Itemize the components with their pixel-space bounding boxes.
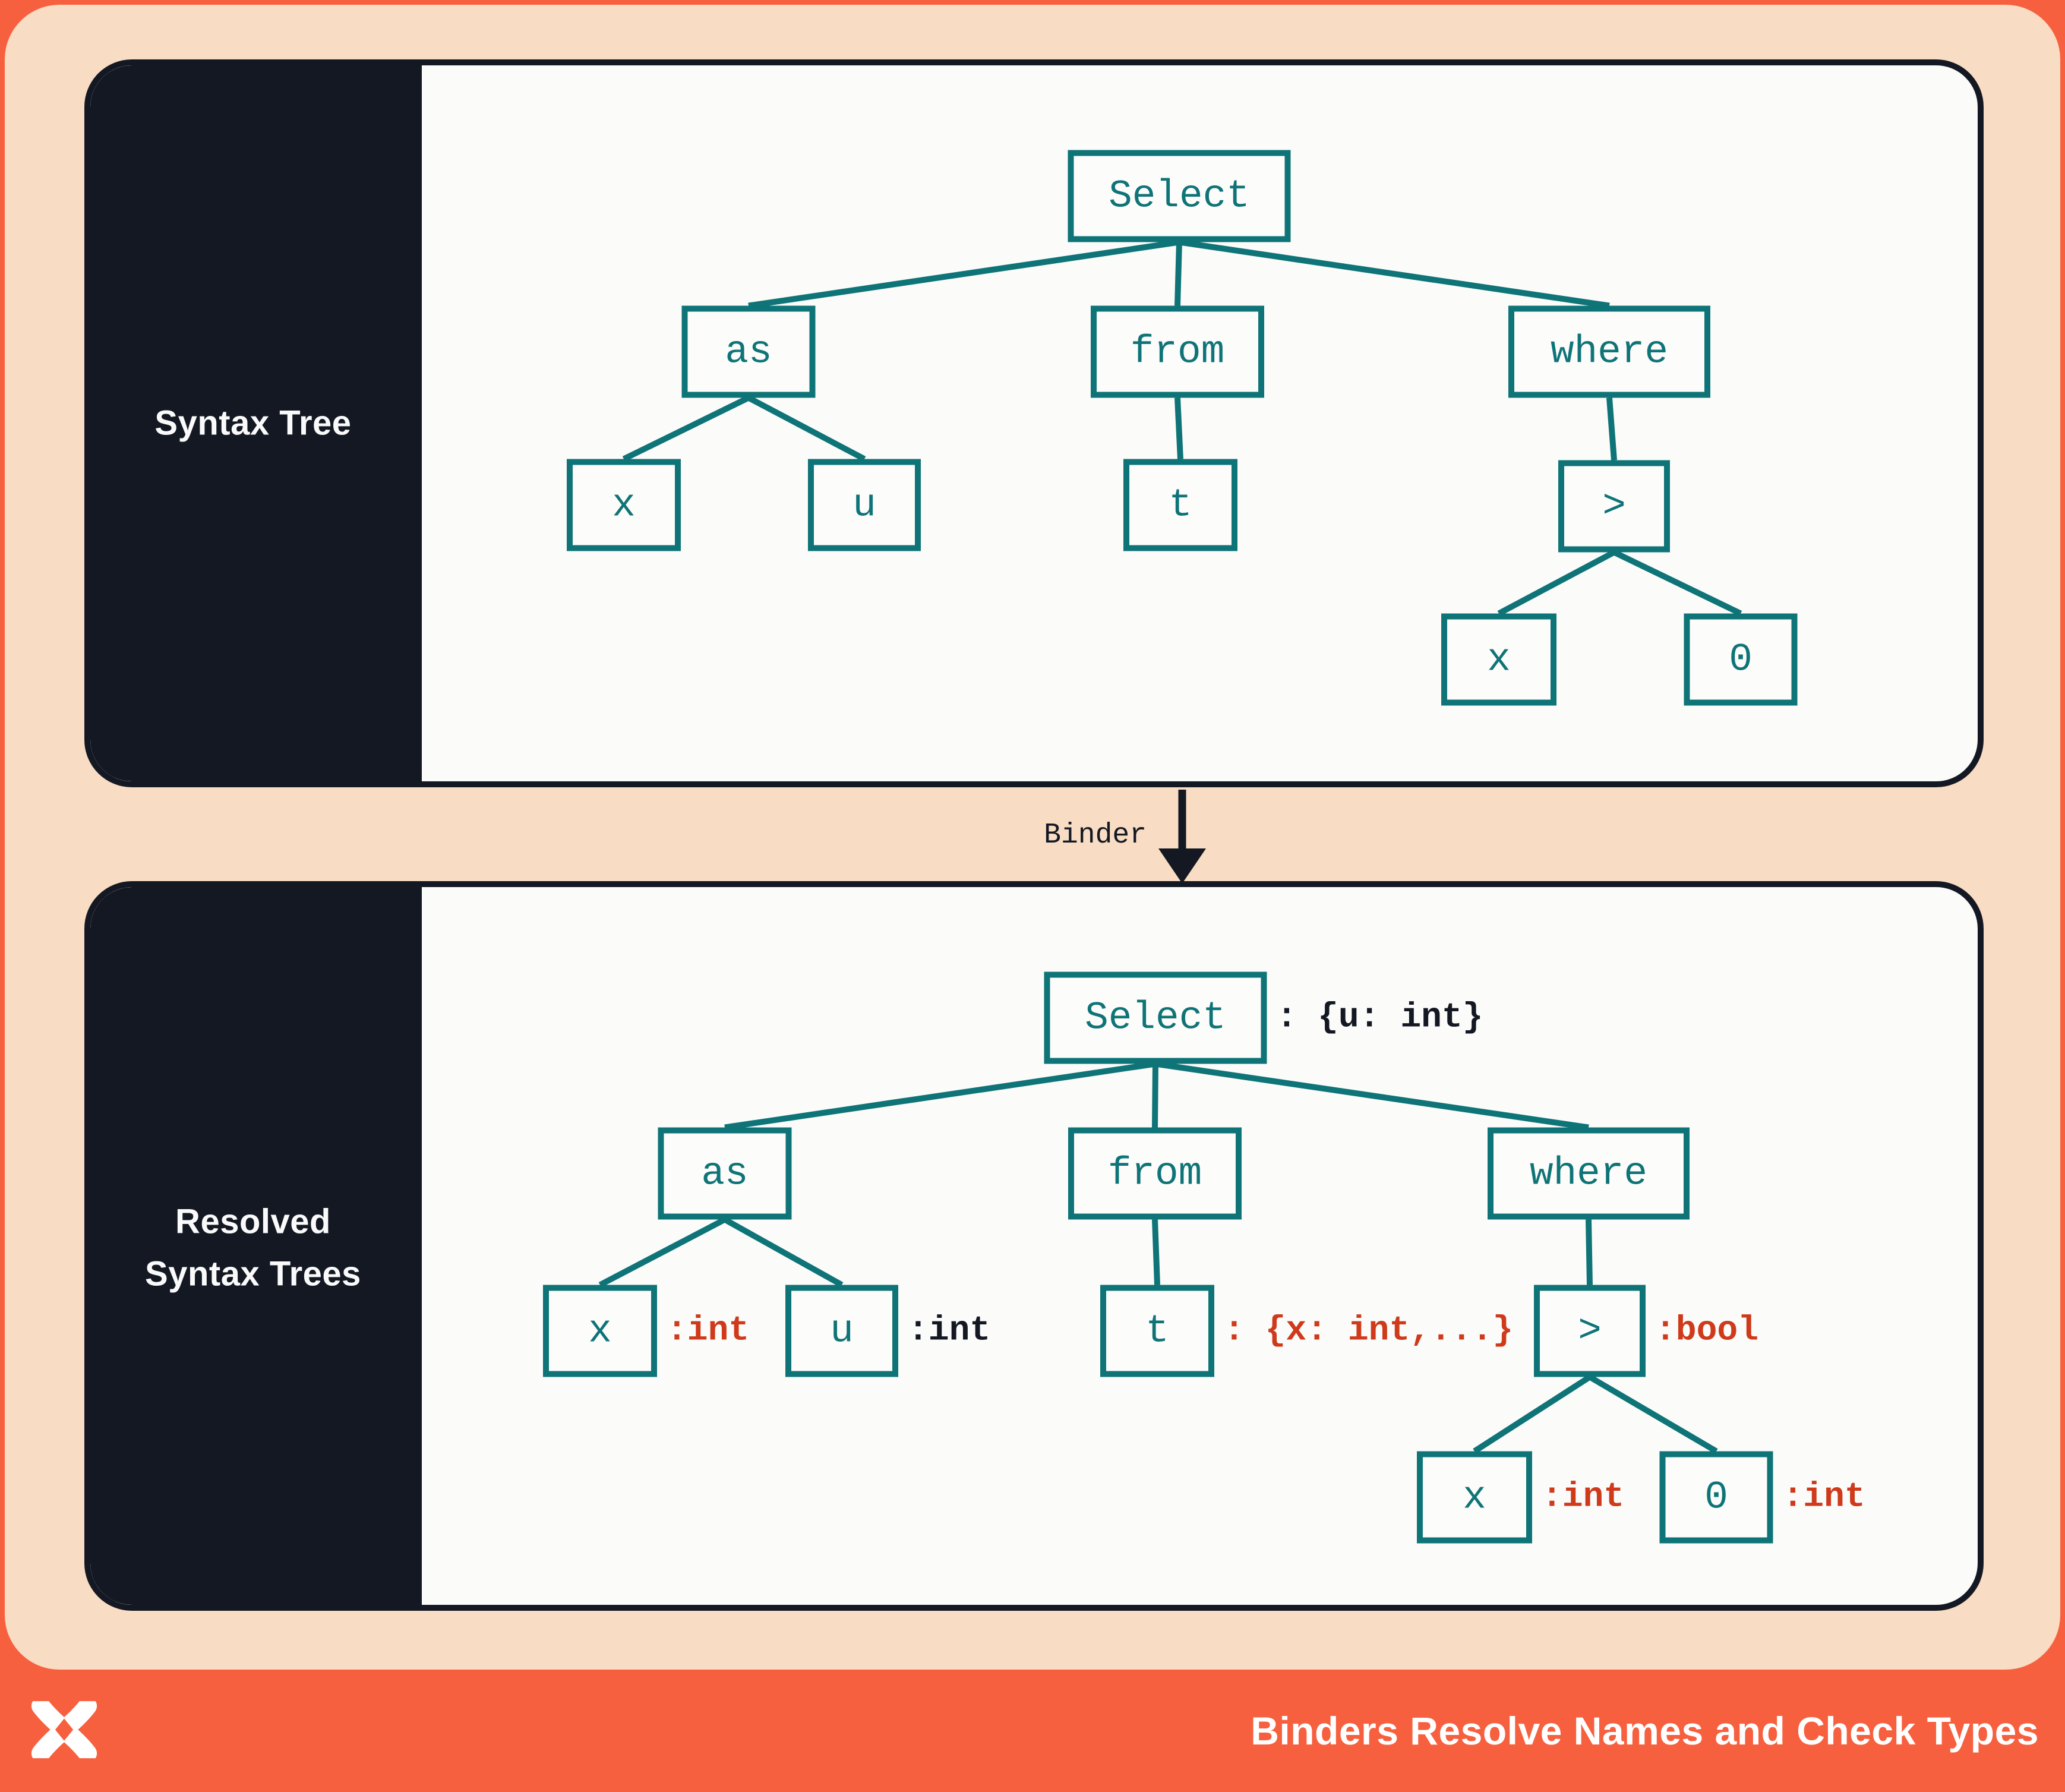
- node-resolved-from: from: [1068, 1127, 1242, 1220]
- node-resolved-x1: x: [543, 1285, 657, 1377]
- resolved-panel-label-line2: Syntax Trees: [145, 1254, 361, 1293]
- node-resolved-x2: x: [1417, 1451, 1532, 1544]
- syntax-tree-sidebar: [90, 65, 422, 781]
- type-annotation-resolved-select: : {u: int}: [1276, 998, 1483, 1037]
- node-syntax-t: t: [1123, 459, 1237, 551]
- binder-arrow: [1158, 790, 1206, 884]
- node-syntax-u: u: [808, 459, 921, 551]
- node-resolved-u: u: [785, 1285, 898, 1377]
- node-syntax-x2: x: [1441, 613, 1556, 706]
- node-resolved-as: as: [658, 1127, 792, 1220]
- binder-label: Binder: [1044, 819, 1147, 851]
- type-annotation-resolved-u: :int: [908, 1311, 991, 1351]
- resolved-syntax-trees-sidebar: [90, 887, 422, 1605]
- syntax-tree-panel-label: Syntax Tree: [154, 403, 352, 443]
- node-syntax-zero: 0: [1684, 613, 1798, 706]
- node-syntax-gt: >: [1558, 460, 1670, 553]
- type-annotation-resolved-t: : {x: int,...}: [1224, 1311, 1514, 1351]
- node-syntax-where: where: [1508, 305, 1710, 398]
- node-resolved-where: where: [1488, 1127, 1690, 1220]
- type-annotation-resolved-x1: :int: [667, 1311, 750, 1351]
- x-logo-icon: [31, 1701, 97, 1759]
- node-resolved-select: Select: [1044, 971, 1267, 1064]
- type-annotation-resolved-x2: :int: [1542, 1478, 1625, 1517]
- node-syntax-x1: x: [567, 459, 681, 551]
- resolved-panel-label-line1: Resolved: [175, 1202, 331, 1241]
- syntax-tree-panel: [84, 59, 1984, 787]
- type-annotation-resolved-zero: :int: [1782, 1478, 1865, 1517]
- footer-bar: Binders Resolve Names and Check Types: [0, 1670, 2065, 1792]
- node-syntax-from: from: [1091, 305, 1264, 398]
- node-resolved-t: t: [1100, 1285, 1214, 1377]
- node-syntax-as: as: [681, 305, 816, 398]
- node-syntax-select: Select: [1068, 150, 1291, 242]
- node-resolved-gt: >: [1534, 1285, 1646, 1377]
- type-annotation-resolved-gt: :bool: [1655, 1311, 1759, 1351]
- node-resolved-zero: 0: [1659, 1451, 1773, 1544]
- footer-title: Binders Resolve Names and Check Types: [1251, 1709, 2039, 1753]
